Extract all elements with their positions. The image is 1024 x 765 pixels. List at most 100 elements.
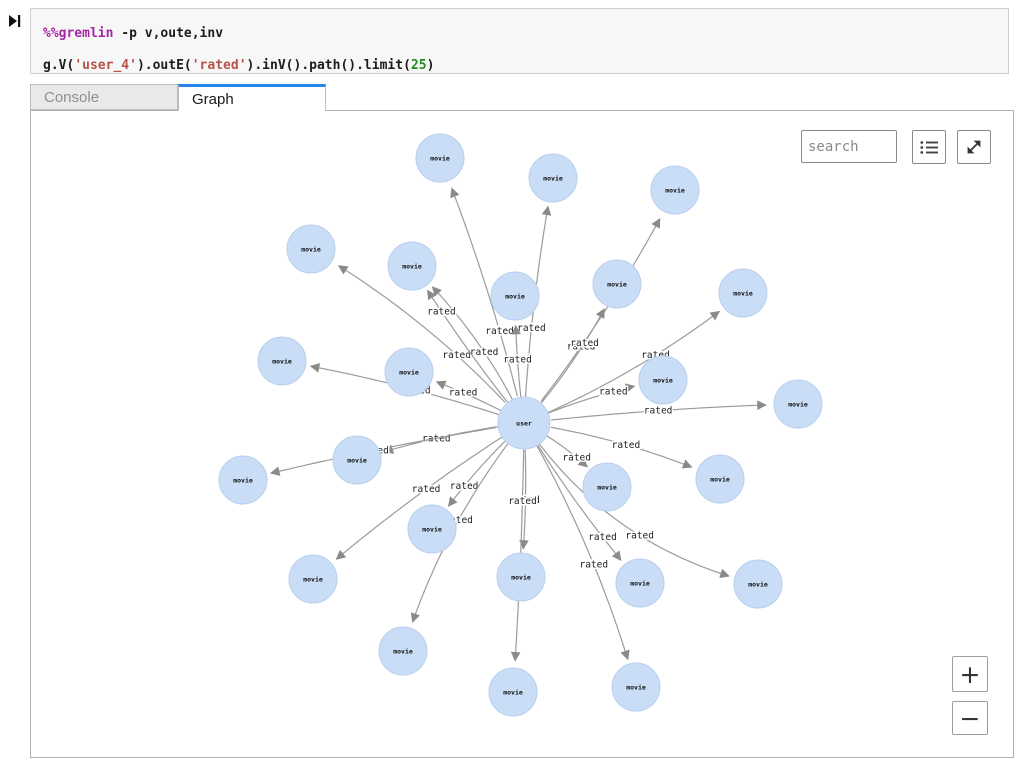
node-label: movie <box>393 648 413 656</box>
edge-label: rated <box>570 338 599 349</box>
node-label: movie <box>511 574 531 582</box>
node-label: movie <box>710 476 730 484</box>
graph-node-movie[interactable]: movie <box>733 559 783 609</box>
graph-node-movie[interactable]: movie <box>218 455 268 505</box>
code-line-magic: %%gremlin -p v,oute,inv <box>43 18 1008 50</box>
graph-node-movie[interactable]: movie <box>490 271 540 321</box>
graph-edge <box>545 434 589 468</box>
node-label: movie <box>665 187 685 195</box>
zoom-in-button[interactable]: + <box>952 656 988 692</box>
node-label: movie <box>422 526 442 534</box>
graph-node-movie[interactable]: movie <box>257 336 307 386</box>
details-list-button[interactable] <box>912 130 946 164</box>
graph-edge <box>550 426 693 469</box>
edge-label: rated <box>567 342 596 353</box>
edge-label: rated <box>450 481 479 492</box>
edge-label: rated <box>449 388 478 399</box>
graph-node-movie[interactable]: movie <box>528 153 578 203</box>
graph-edge <box>447 440 506 507</box>
edge-label: rated <box>511 495 540 506</box>
node-label: movie <box>301 246 321 254</box>
graph-edge <box>450 187 518 397</box>
code-token: %%gremlin <box>43 26 114 41</box>
graph-node-movie[interactable]: movie <box>407 504 457 554</box>
code-token: ) <box>426 58 435 73</box>
code-token: g.V( <box>43 58 75 73</box>
code-token: -p v,oute,inv <box>113 26 224 41</box>
edge-label: rated <box>579 560 608 571</box>
graph-edge <box>335 436 503 560</box>
edge-label: rated <box>427 306 456 317</box>
graph-node-movie[interactable]: movie <box>387 241 437 291</box>
node-label: movie <box>503 689 523 697</box>
graph-node-movie[interactable]: movie <box>488 667 538 717</box>
graph-edge <box>551 400 767 421</box>
graph-edge <box>546 383 636 415</box>
graph-node-movie[interactable]: movie <box>582 462 632 512</box>
graph-node-movie[interactable]: movie <box>638 355 688 405</box>
node-label: movie <box>607 281 627 289</box>
code-token: 25 <box>410 58 427 73</box>
node-label: movie <box>748 581 768 589</box>
node-label: movie <box>303 576 323 584</box>
node-label: movie <box>733 290 753 298</box>
graph-node-movie[interactable]: movie <box>286 224 336 274</box>
graph-node-movie[interactable]: movie <box>496 552 546 602</box>
edge-label: rated <box>612 440 641 451</box>
node-label: movie <box>233 477 253 485</box>
graph-node-movie[interactable]: movie <box>695 454 745 504</box>
graph-node-movie[interactable]: movie <box>378 626 428 676</box>
run-cell-icon[interactable] <box>8 14 22 29</box>
graph-node-movie[interactable]: movie <box>718 268 768 318</box>
search-input[interactable] <box>801 130 897 163</box>
edge-label: rated <box>508 496 537 507</box>
fullscreen-button[interactable] <box>957 130 991 164</box>
code-cell[interactable]: %%gremlin -p v,oute,inv g.V('user_4').ou… <box>30 8 1009 74</box>
edge-label: rated <box>599 387 628 398</box>
code-line-query: g.V('user_4').outE('rated').inV().path()… <box>43 50 1008 82</box>
code-token: ).inV().path().limit( <box>246 58 411 73</box>
graph-node-movie[interactable]: movie <box>332 435 382 485</box>
graph-node-movie[interactable]: movie <box>592 259 642 309</box>
code-token: 'rated' <box>191 58 247 73</box>
edge-label: rated <box>503 355 532 366</box>
graph-edge <box>535 443 630 661</box>
graph-edge <box>337 265 506 403</box>
edge-label: rated <box>422 433 451 444</box>
node-label: movie <box>399 369 419 377</box>
graph-edge <box>537 445 622 561</box>
graph-node-movie[interactable]: movie <box>773 379 823 429</box>
code-token: 'user_4' <box>74 58 137 73</box>
edge-label: rated <box>412 484 441 495</box>
graph-node-movie[interactable]: movie <box>650 165 700 215</box>
node-label: movie <box>272 358 292 366</box>
node-label: movie <box>653 377 673 385</box>
list-icon <box>919 140 938 154</box>
graph-node-movie[interactable]: movie <box>611 662 661 712</box>
node-label: movie <box>597 484 617 492</box>
graph-edge <box>269 427 496 476</box>
tab-console[interactable]: Console <box>30 84 178 110</box>
graph-edge <box>547 310 721 414</box>
graph-node-movie[interactable]: movie <box>288 554 338 604</box>
edge-label: rated <box>517 323 546 334</box>
graph-edge <box>540 308 605 405</box>
edge-label: rated <box>485 326 514 337</box>
graph-node-user[interactable]: user <box>497 396 551 450</box>
graph-node-movie[interactable]: movie <box>415 133 465 183</box>
node-label: movie <box>430 155 450 163</box>
zoom-out-button[interactable]: − <box>952 701 988 735</box>
graph-node-movie[interactable]: movie <box>384 347 434 397</box>
graph-node-movie[interactable]: movie <box>615 558 665 608</box>
node-label: movie <box>347 457 367 465</box>
node-label: movie <box>505 293 525 301</box>
expand-arrows-icon <box>967 140 981 154</box>
graph-edge <box>435 380 503 412</box>
edge-label: rated <box>562 453 591 464</box>
edge-label: rated <box>644 406 673 417</box>
graph-edge <box>511 324 522 398</box>
tab-graph[interactable]: Graph <box>178 84 326 111</box>
code-token: ).outE( <box>136 58 192 73</box>
edge-label: rated <box>442 350 471 361</box>
